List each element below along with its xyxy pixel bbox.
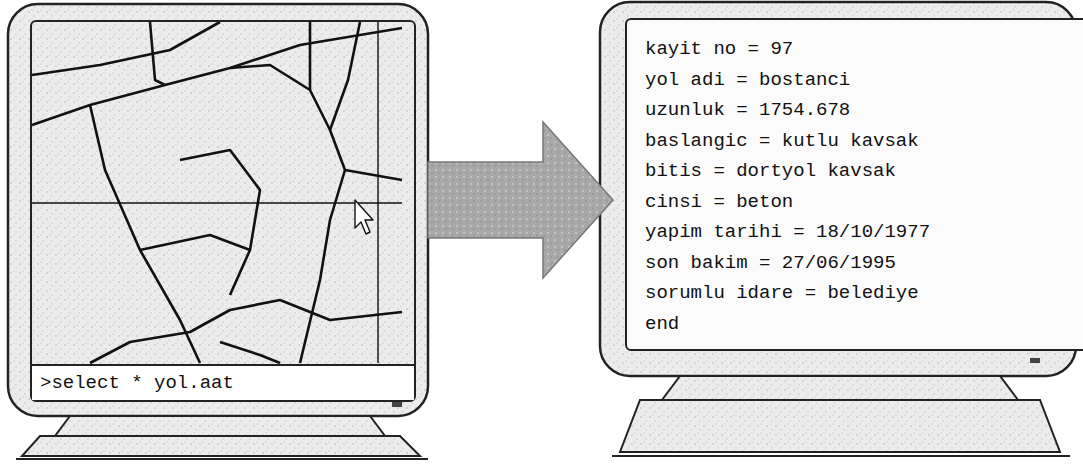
attribute-line: uzunluk = 1754.678 [645, 95, 1083, 126]
attribute-line: baslangic = kutlu kavsak [645, 126, 1083, 157]
command-line: >select * yol.aat [32, 364, 414, 400]
road-map [32, 22, 402, 363]
attribute-line: bitis = dortyol kavsak [645, 156, 1083, 187]
attribute-line: kayit no = 97 [645, 34, 1083, 65]
left-monitor [8, 4, 428, 459]
mouse-cursor [355, 200, 373, 234]
attribute-line: end [645, 309, 1083, 340]
attribute-line: cinsi = beton [645, 187, 1083, 218]
attribute-line: son bakim = 27/06/1995 [645, 248, 1083, 279]
map-screen: >select * yol.aat [30, 20, 416, 402]
attribute-line: yapim tarihi = 18/10/1977 [645, 217, 1083, 248]
attribute-screen: kayit no = 97yol adi = bostanciuzunluk =… [625, 18, 1083, 351]
block-arrow [428, 122, 613, 278]
attribute-line: sorumlu idare = belediye [645, 278, 1083, 309]
attribute-line: yol adi = bostanci [645, 65, 1083, 96]
